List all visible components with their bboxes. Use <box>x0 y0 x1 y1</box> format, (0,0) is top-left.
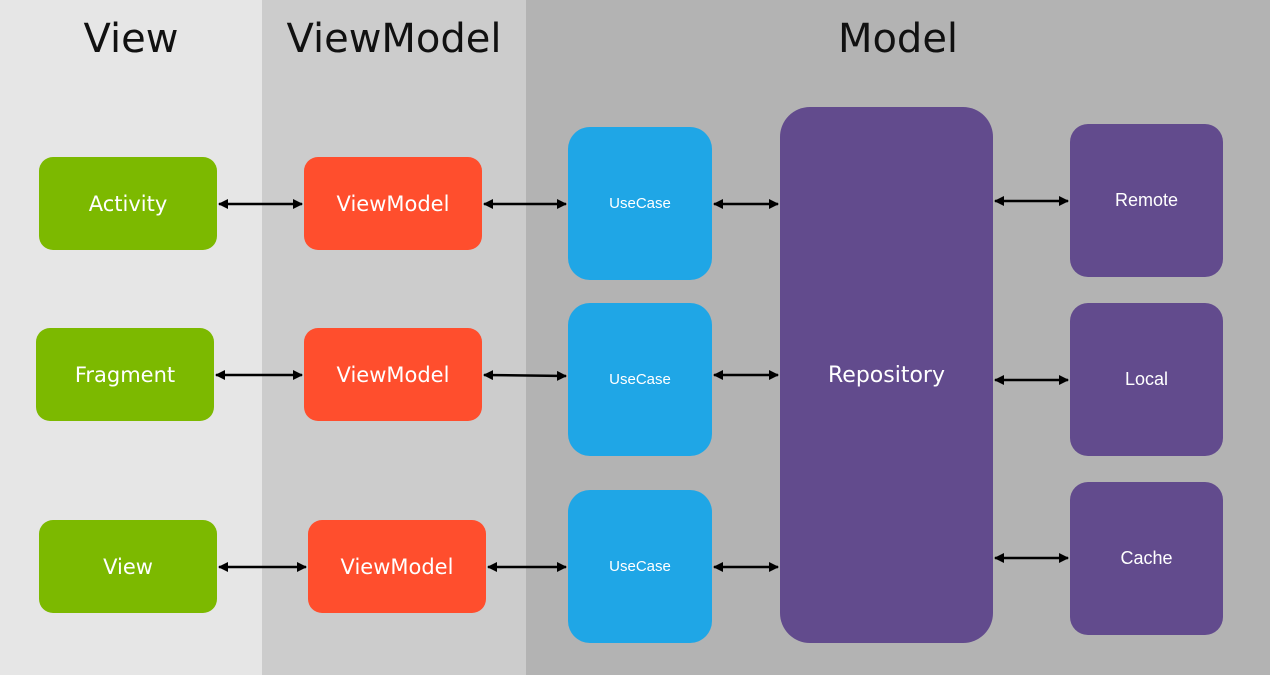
repository-box: Repository <box>780 107 993 643</box>
view-lane-title: View <box>83 16 179 62</box>
local-box: Local <box>1070 303 1223 456</box>
fragment-box: Fragment <box>36 328 214 421</box>
arrow-viewmodel-usecase-2 <box>483 370 567 381</box>
usecase-box-1: UseCase <box>568 127 712 280</box>
viewmodel-box-1: ViewModel <box>304 157 482 250</box>
viewmodel-box-3: ViewModel <box>308 520 486 613</box>
view-box: View <box>39 520 217 613</box>
model-lane-title: Model <box>837 16 959 62</box>
viewmodel-box-2: ViewModel <box>304 328 482 421</box>
usecase-box-2: UseCase <box>568 303 712 456</box>
remote-box: Remote <box>1070 124 1223 277</box>
viewmodel-lane-title: ViewModel <box>286 16 502 62</box>
cache-box: Cache <box>1070 482 1223 635</box>
activity-box: Activity <box>39 157 217 250</box>
usecase-box-3: UseCase <box>568 490 712 643</box>
